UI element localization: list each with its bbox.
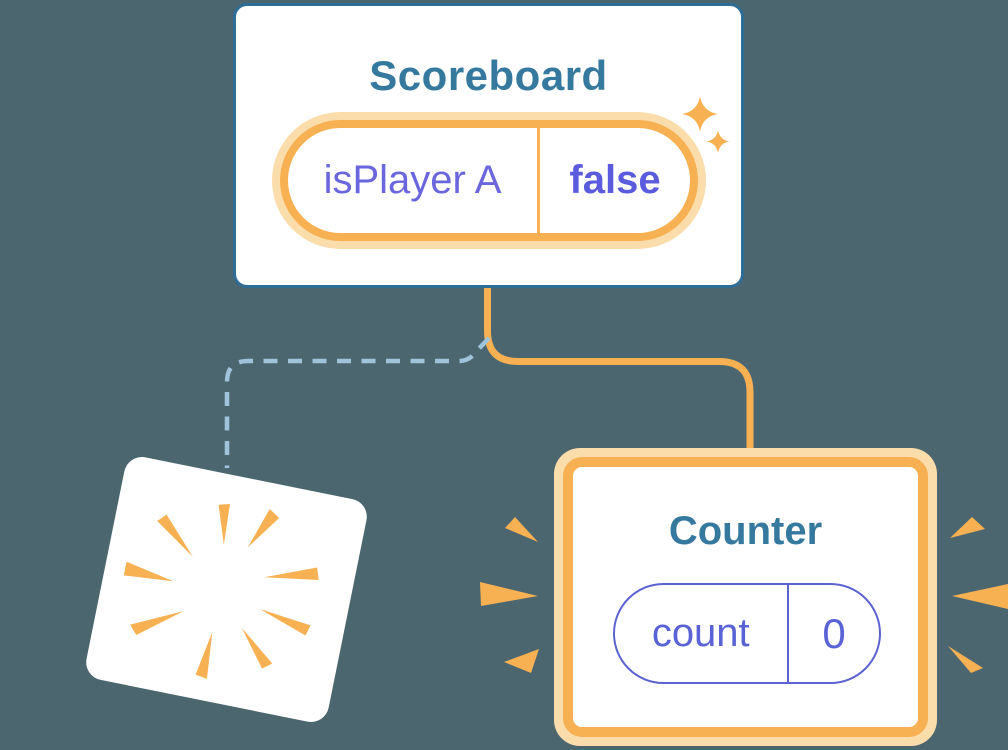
emphasis-rays-right-icon <box>948 517 1008 673</box>
counter-state-pill: count 0 <box>613 583 881 684</box>
counter-state-key: count <box>651 611 750 655</box>
counter-title: Counter <box>668 509 823 553</box>
emphasis-rays-left-icon <box>480 517 539 673</box>
scoreboard-state-pill-inner: isPlayer A false <box>280 120 698 241</box>
poof-burst-icon <box>123 503 319 679</box>
scoreboard-pill-divider <box>537 128 540 233</box>
scoreboard-card: Scoreboard isPlayer A false <box>233 3 744 288</box>
scoreboard-state-key: isPlayer A <box>323 158 502 202</box>
removed-component-card <box>83 453 370 726</box>
scoreboard-title: Scoreboard <box>369 52 608 99</box>
counter-state-value: 0 <box>822 609 846 657</box>
counter-pill-divider <box>786 585 789 682</box>
counter-card-inner: Counter count 0 <box>563 457 928 737</box>
scoreboard-state-pill: isPlayer A false <box>272 112 706 249</box>
dashed-connector-line <box>224 336 491 468</box>
solid-connector-line <box>484 280 754 458</box>
scoreboard-state-value: false <box>569 158 661 202</box>
counter-card: Counter count 0 <box>554 448 937 746</box>
sparkles-icon <box>682 96 730 153</box>
